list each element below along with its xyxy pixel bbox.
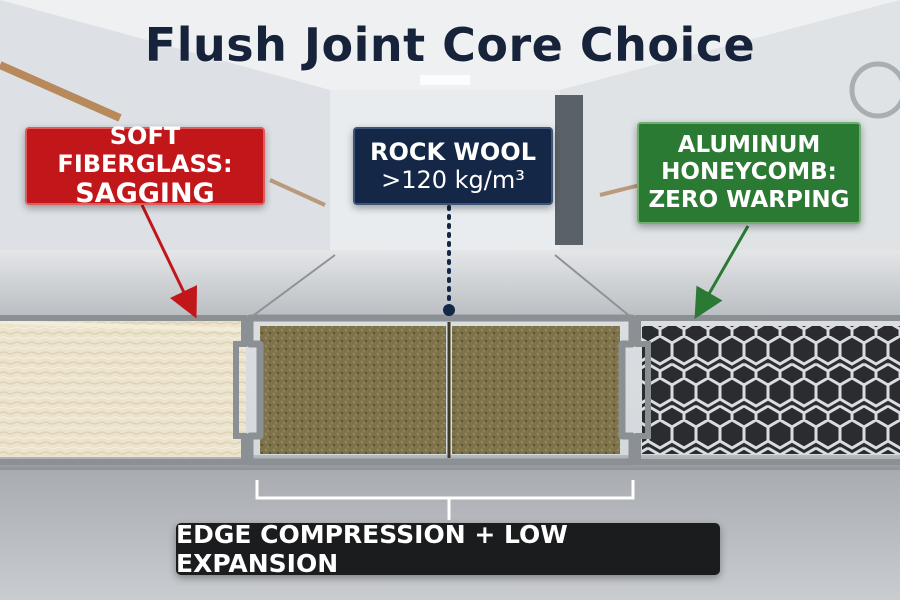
fiberglass-label: SOFT FIBERGLASS: SAGGING xyxy=(25,122,265,209)
fiberglass-core xyxy=(0,322,246,457)
edge-bracket xyxy=(255,480,635,520)
honeycomb-panel-frame xyxy=(635,315,900,465)
panel-top-surface xyxy=(0,250,900,318)
rockwool-label-line1: ROCK WOOL xyxy=(369,137,537,166)
ceiling-light xyxy=(420,75,470,85)
fiberglass-label-line1: SOFT FIBERGLASS: xyxy=(57,121,233,179)
honeycomb-label-line2: HONEYCOMB: xyxy=(661,159,837,186)
rockwool-pointer-dot xyxy=(443,304,455,316)
hatch-wheel-icon xyxy=(849,61,900,119)
fiberglass-arrow xyxy=(140,204,198,319)
rockwool-core-right xyxy=(452,326,620,454)
handrail-left-far xyxy=(269,178,326,207)
handrail-right xyxy=(599,183,641,197)
fiberglass-label-line2: SAGGING xyxy=(75,178,215,210)
honeycomb-core xyxy=(642,326,900,454)
honeycomb-arrow xyxy=(694,225,750,320)
rockwool-label-line2: >120 kg/m³ xyxy=(381,166,525,194)
honeycomb-label-line1: ALUMINUM xyxy=(677,132,821,159)
fiberglass-panel-frame xyxy=(0,315,247,465)
joint-seam-right xyxy=(554,254,633,319)
corridor-ceiling xyxy=(0,0,900,90)
rockwool-core-left xyxy=(260,326,446,454)
corridor-door xyxy=(555,95,583,245)
edge-compression-label: EDGE COMPRESSION + LOW EXPANSION xyxy=(176,520,720,578)
handrail-left xyxy=(0,61,122,122)
honeycomb-label-line3: ZERO WARPING xyxy=(648,186,850,213)
rockwool-label: ROCK WOOL >120 kg/m³ xyxy=(353,127,553,205)
rockwool-panel-frame xyxy=(246,314,636,466)
joint-seam-left xyxy=(249,254,336,319)
honeycomb-label: ALUMINUM HONEYCOMB: ZERO WARPING xyxy=(637,122,861,224)
page-title: Flush Joint Core Choice xyxy=(144,18,756,72)
fiberglass-sag-edge xyxy=(0,320,247,332)
